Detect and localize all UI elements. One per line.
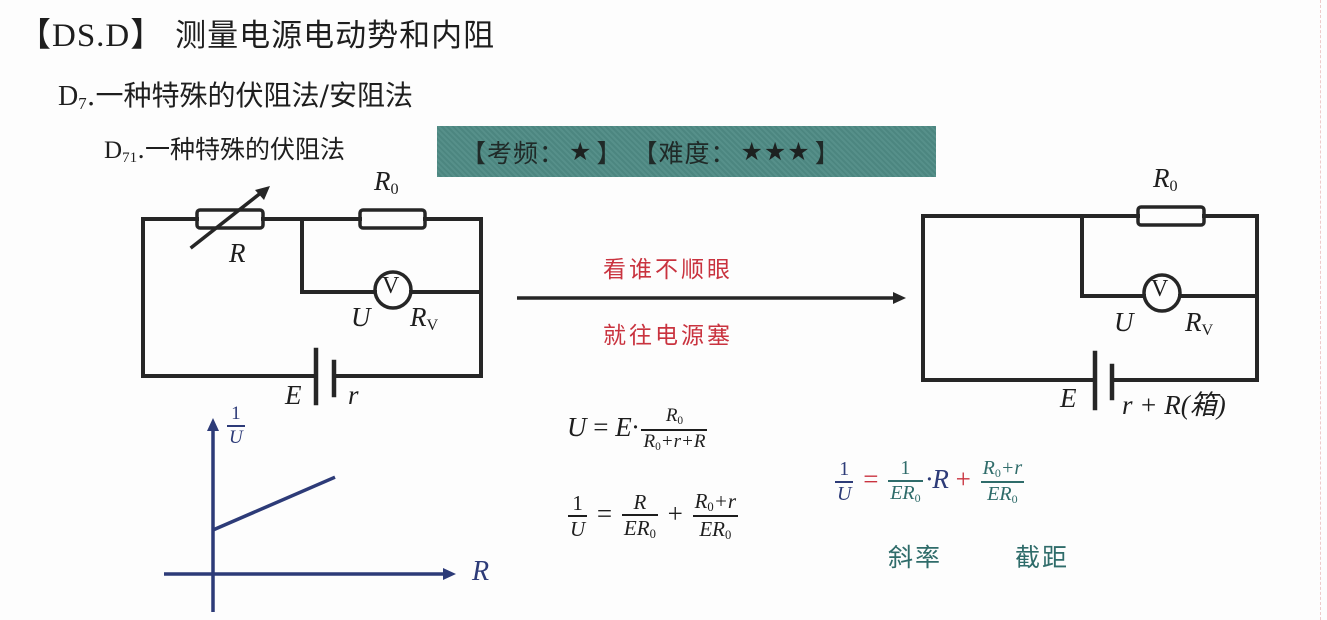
left-circuit — [141, 189, 483, 406]
right-voltmeter-symbol: V — [1151, 276, 1169, 302]
right-voltage-label: U — [1114, 307, 1134, 337]
left-rheostat-label: R — [229, 238, 246, 268]
subtopic-heading: D71.一种特殊的伏阻法 — [104, 130, 345, 167]
right-emf-label: E — [1060, 383, 1077, 413]
arrow-text-below: 就往电源塞 — [603, 323, 733, 349]
right-voltmeter-circle — [1142, 273, 1182, 313]
section-code: 【DS.D】 — [18, 18, 165, 54]
topic-subscript: 7 — [78, 94, 87, 114]
topic-prefix: D — [58, 81, 79, 112]
arrow-text-above: 看谁不顺眼 — [603, 257, 733, 283]
section-title-text: 测量电源电动势和内阻 — [175, 18, 496, 54]
difficulty-close: 】 — [814, 138, 841, 168]
rating-banner: 【考频： ★ 】 【难度： ★★★ 】 — [437, 126, 936, 177]
frequency-close: 】 — [596, 138, 623, 168]
subtopic-prefix: D — [104, 137, 123, 164]
rheostat-arrow-line — [189, 189, 265, 250]
transform-arrow-head — [893, 292, 906, 304]
graph-data-line — [212, 475, 336, 532]
graph-x-arrow-head — [443, 568, 456, 580]
frequency-label: 【考频： — [461, 138, 566, 168]
intercept-label: 截距 — [1015, 543, 1070, 572]
right-rv-label: RV — [1185, 307, 1214, 340]
page-edge-guide-line — [1320, 0, 1321, 620]
subtopic-title: .一种特殊的伏阻法 — [137, 135, 346, 164]
left-rv-label: RV — [410, 302, 439, 335]
graph — [164, 427, 446, 612]
right-circuit — [921, 205, 1259, 411]
left-emf-label: E — [285, 380, 302, 410]
difficulty-label: 【难度： — [632, 138, 737, 168]
graph-x-axis-label: R — [472, 556, 490, 587]
section-title: 【DS.D】 测量电源电动势和内阻 — [18, 8, 495, 56]
left-r0-label: R0 — [374, 166, 399, 199]
voltmeter-circle — [373, 270, 413, 310]
left-wire-branch-down — [300, 217, 377, 294]
left-internal-resistance-label: r — [348, 380, 359, 410]
right-fixed-resistor-r0 — [1136, 205, 1206, 227]
variable-resistor — [195, 208, 265, 230]
topic-heading: D7.一种特殊的伏阻法/安阻法 — [58, 74, 413, 114]
frequency-stars: ★ — [569, 137, 593, 166]
rheostat-arrow-head — [255, 186, 270, 200]
right-wire-branch-down — [1080, 214, 1146, 298]
graph-y-arrow-head — [207, 418, 219, 431]
slope-label: 斜率 — [888, 543, 943, 572]
difficulty-stars: ★★★ — [740, 137, 811, 166]
equation-voltage: U = E· R0 R0+r+R — [567, 405, 708, 453]
subtopic-subscript: 71 — [122, 149, 138, 166]
right-internal-resistance-label: r + R(箱) — [1122, 390, 1226, 420]
topic-title: .一种特殊的伏阻法/安阻法 — [86, 79, 413, 112]
right-r0-label: R0 — [1153, 163, 1178, 196]
left-voltmeter-symbol: V — [382, 273, 400, 299]
fixed-resistor-r0 — [358, 208, 427, 230]
left-voltage-label: U — [351, 302, 371, 332]
